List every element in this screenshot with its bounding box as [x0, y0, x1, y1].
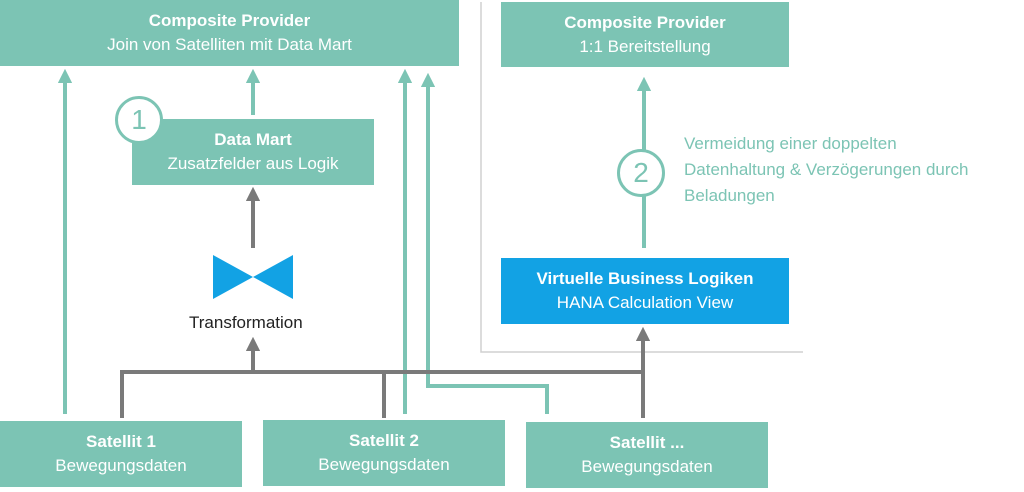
composite-provider-direct-box: Composite Provider 1:1 Bereitstellung: [501, 2, 789, 67]
composite-provider-direct-subtitle: 1:1 Bereitstellung: [579, 36, 711, 56]
satellite-box: Satellit 1 Bewegungsdaten: [0, 421, 242, 487]
satellite-subtitle: Bewegungsdaten: [55, 456, 187, 475]
satellite-subtitle: Bewegungsdaten: [318, 455, 450, 474]
note-line: Beladungen: [684, 186, 775, 205]
virtual-business-logic-title: Virtuelle Business Logiken: [536, 269, 754, 288]
composite-provider-join-title: Composite Provider: [148, 11, 311, 30]
satellite-title: Satellit 1: [86, 432, 156, 451]
note-line: Vermeidung einer doppelten: [684, 134, 897, 153]
composite-provider-join-subtitle: Join von Satelliten mit Data Mart: [107, 35, 352, 54]
arrow-satellit3-to-provider: [420, 72, 549, 414]
gray-bus-line: [120, 370, 643, 418]
virtual-business-logic-subtitle: HANA Calculation View: [556, 293, 734, 312]
explanation-note: Vermeidung einer doppelten Datenhaltung …: [684, 131, 968, 209]
data-mart-title: Data Mart: [214, 130, 292, 149]
virtual-business-logic-box: Virtuelle Business Logiken HANA Calculat…: [501, 258, 789, 324]
badge-one: 1: [115, 96, 163, 144]
bowtie-icon: [213, 255, 293, 299]
composite-provider-direct-title: Composite Provider: [564, 12, 726, 32]
note-line: Datenhaltung & Verzögerungen durch: [684, 160, 969, 179]
data-mart-subtitle: Zusatzfelder aus Logik: [167, 154, 339, 173]
badge-two: 2: [617, 149, 665, 197]
composite-provider-join-box: Composite Provider Join von Satelliten m…: [0, 0, 459, 66]
satellite-subtitle: Bewegungsdaten: [581, 457, 713, 476]
data-mart-box: Data Mart Zusatzfelder aus Logik: [132, 119, 374, 185]
satellite-title: Satellit ...: [609, 433, 685, 452]
satellite-box: Satellit ... Bewegungsdaten: [526, 422, 768, 488]
satellite-box: Satellit 2 Bewegungsdaten: [263, 420, 505, 486]
right-panel-divider: [480, 2, 803, 353]
transformation-label: Transformation: [189, 313, 303, 332]
satellite-title: Satellit 2: [349, 431, 419, 450]
